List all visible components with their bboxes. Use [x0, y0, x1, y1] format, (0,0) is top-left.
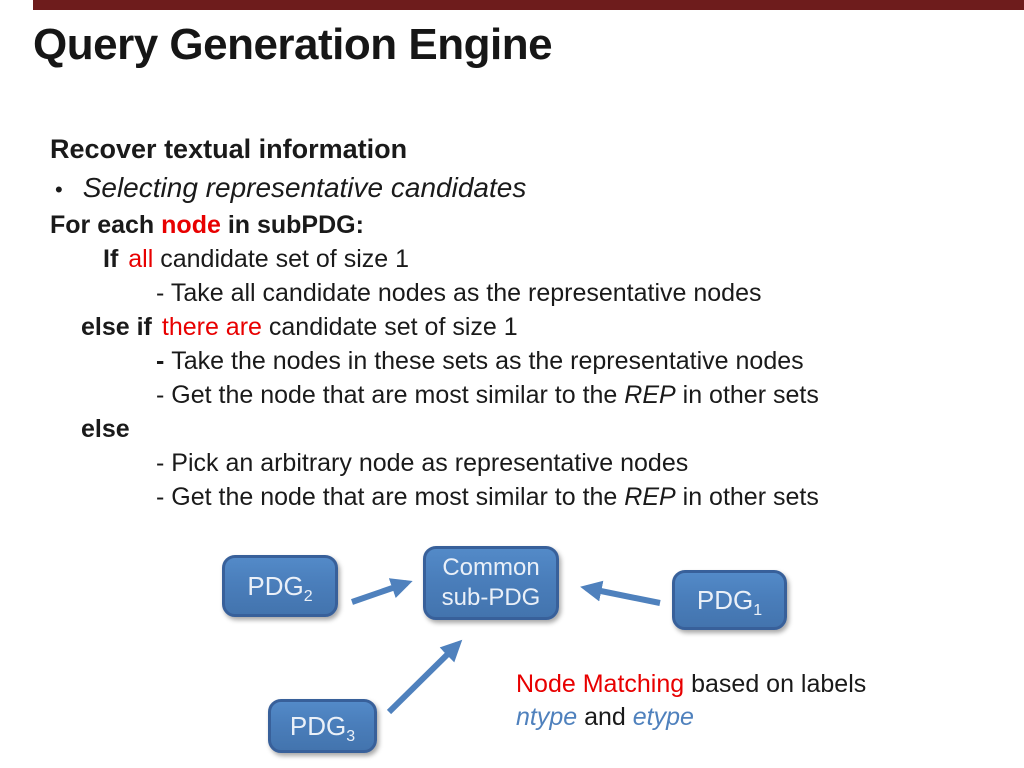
code-text: - Pick an arbitrary node as representati… [156, 449, 689, 477]
node-label-subscript: 3 [346, 727, 356, 745]
slide-title: Query Generation Engine [33, 20, 553, 69]
code-line: else if there are candidate set of size 1 [50, 310, 819, 344]
code-keyword: node [161, 211, 221, 239]
code-text: - Get the node that are most similar to … [156, 381, 625, 409]
code-text: in other sets [675, 483, 819, 511]
code-line: - Take the nodes in these sets as the re… [50, 344, 819, 378]
node-label: PDG1 [696, 584, 763, 619]
code-term: REP [624, 483, 676, 511]
code-text: - Take all candidate nodes as the repres… [156, 279, 762, 307]
node-label-text: Common [442, 554, 540, 581]
code-text: - Get the node that are most similar to … [156, 483, 625, 511]
node-pdg2: PDG2 [222, 555, 338, 617]
code-keyword: there are [161, 313, 262, 341]
caption-term: ntype [516, 703, 578, 731]
caption-line: Node Matching based on labels [516, 668, 866, 701]
code-keyword: all [128, 245, 154, 273]
node-label-subscript: 1 [753, 601, 763, 619]
bullet-item: • Selecting representative candidates [55, 172, 526, 204]
code-line: - Take all candidate nodes as the repres… [50, 276, 819, 310]
code-text: candidate set of size 1 [153, 245, 410, 273]
section-heading: Recover textual information [50, 134, 408, 164]
node-label: PDG3 [289, 710, 356, 745]
arrow-pdg1-to-common [580, 580, 661, 606]
node-label-text: PDG [696, 584, 754, 615]
caption-line: ntype and etype [516, 701, 866, 734]
bullet-text: Selecting representative candidates [82, 172, 527, 203]
node-label: PDG2 [247, 570, 313, 605]
caption-highlight: Node Matching [516, 670, 692, 698]
code-text: else [81, 415, 130, 443]
code-text: else if [81, 313, 152, 341]
code-line: - Get the node that are most similar to … [50, 378, 819, 412]
arrow-pdg2-to-common [351, 578, 413, 605]
accent-bar [33, 0, 1024, 10]
code-text: For each [50, 211, 162, 239]
bullet-icon: • [55, 176, 63, 202]
code-text: in subPDG: [220, 211, 364, 239]
code-text: If [103, 245, 119, 273]
node-matching-caption: Node Matching based on labels ntype and … [516, 668, 866, 734]
code-text: Take the nodes in these sets as the repr… [171, 347, 804, 375]
code-term: REP [624, 381, 676, 409]
code-line: For each node in subPDG: [50, 208, 819, 242]
caption-text: based on labels [691, 670, 867, 698]
node-label-text: PDG [289, 710, 347, 741]
node-common-subpdg: Common sub-PDG [423, 546, 559, 620]
code-text: in other sets [675, 381, 819, 409]
node-label-text: sub-PDG [441, 584, 541, 611]
code-line: - Get the node that are most similar to … [50, 480, 819, 514]
code-text: - [156, 347, 172, 375]
caption-text: and [577, 703, 633, 731]
arrow-pdg3-to-common [386, 639, 463, 715]
code-text: candidate set of size 1 [261, 313, 518, 341]
node-pdg3: PDG3 [268, 699, 377, 753]
code-line: else [50, 412, 819, 446]
caption-term: etype [632, 703, 694, 731]
node-label-text: PDG [247, 570, 304, 601]
node-label-subscript: 2 [303, 587, 313, 605]
node-pdg1: PDG1 [672, 570, 787, 630]
code-line: - Pick an arbitrary node as representati… [50, 446, 819, 480]
